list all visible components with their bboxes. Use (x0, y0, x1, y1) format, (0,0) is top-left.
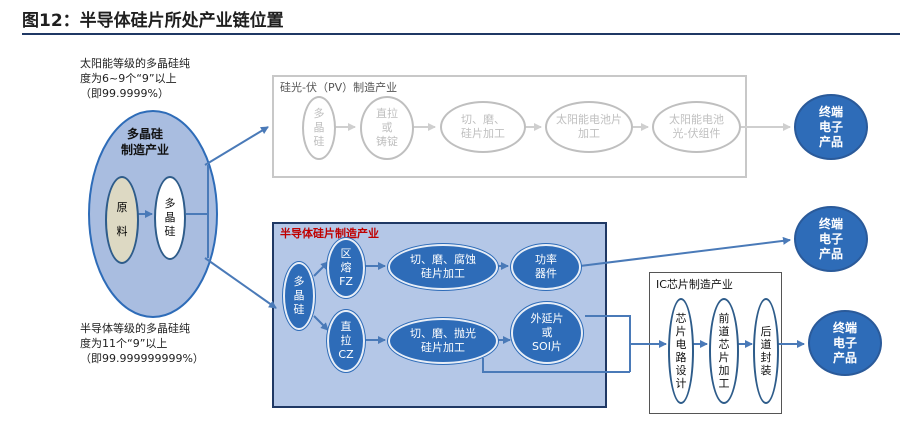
arrow-to-pv (204, 126, 269, 166)
pv-chain-title: 硅光-伏（PV）制造产业 (280, 81, 398, 94)
wafer-chain-title: 半导体硅片制造产业 (280, 227, 379, 240)
wafer-poly-node: 多 晶 硅 (283, 262, 315, 330)
fz-processing-node: 切、磨、腐蚀 硅片加工 (388, 244, 498, 290)
arrow-to-wafer (204, 257, 277, 309)
terminal-product-pv: 终端 电子 产品 (794, 94, 868, 160)
polysilicon-title: 多晶硅 制造产业 (121, 127, 170, 157)
fz-node: 区 熔 FZ (327, 238, 365, 298)
ic-front-end-node: 前 道 芯 片 加 工 (709, 298, 739, 404)
pv-step-poly: 多 晶 硅 (302, 96, 336, 160)
raw-material-node: 原 料 (105, 176, 139, 264)
semi-purity-note: 半导体等级的多晶硅纯 度为11个“9”以上 （即99.999999999%） (80, 322, 204, 365)
poly-node: 多 晶 硅 (154, 176, 186, 260)
cz-node: 直 拉 CZ (327, 310, 365, 372)
terminal-product-ic: 终端 电子 产品 (808, 310, 882, 376)
pv-step-module: 太阳能电池 光-伏组件 (652, 101, 741, 153)
pv-step-slicing: 切、磨、 硅片加工 (440, 101, 526, 153)
pv-step-ingot: 直拉 或 铸锭 (360, 96, 414, 160)
epi-soi-node: 外延片 或 SOI片 (511, 302, 583, 364)
pv-purity-note: 太阳能等级的多晶硅纯 度为6~9个“9”以上 （即99.9999%） (80, 57, 190, 100)
ic-chain-title: IC芯片制造产业 (656, 278, 733, 291)
power-device-node: 功率 器件 (511, 244, 581, 290)
cz-processing-node: 切、磨、抛光 硅片加工 (388, 318, 498, 364)
ic-design-node: 芯 片 电 路 设 计 (668, 298, 694, 404)
ic-packaging-node: 后 道 封 装 (753, 298, 779, 404)
pv-step-cell: 太阳能电池片 加工 (545, 101, 633, 153)
figure-title: 图12：半导体硅片所处产业链位置 (22, 11, 284, 31)
terminal-product-power: 终端 电子 产品 (794, 206, 868, 272)
title-rule (22, 33, 900, 35)
polysilicon-ellipse (88, 110, 218, 318)
